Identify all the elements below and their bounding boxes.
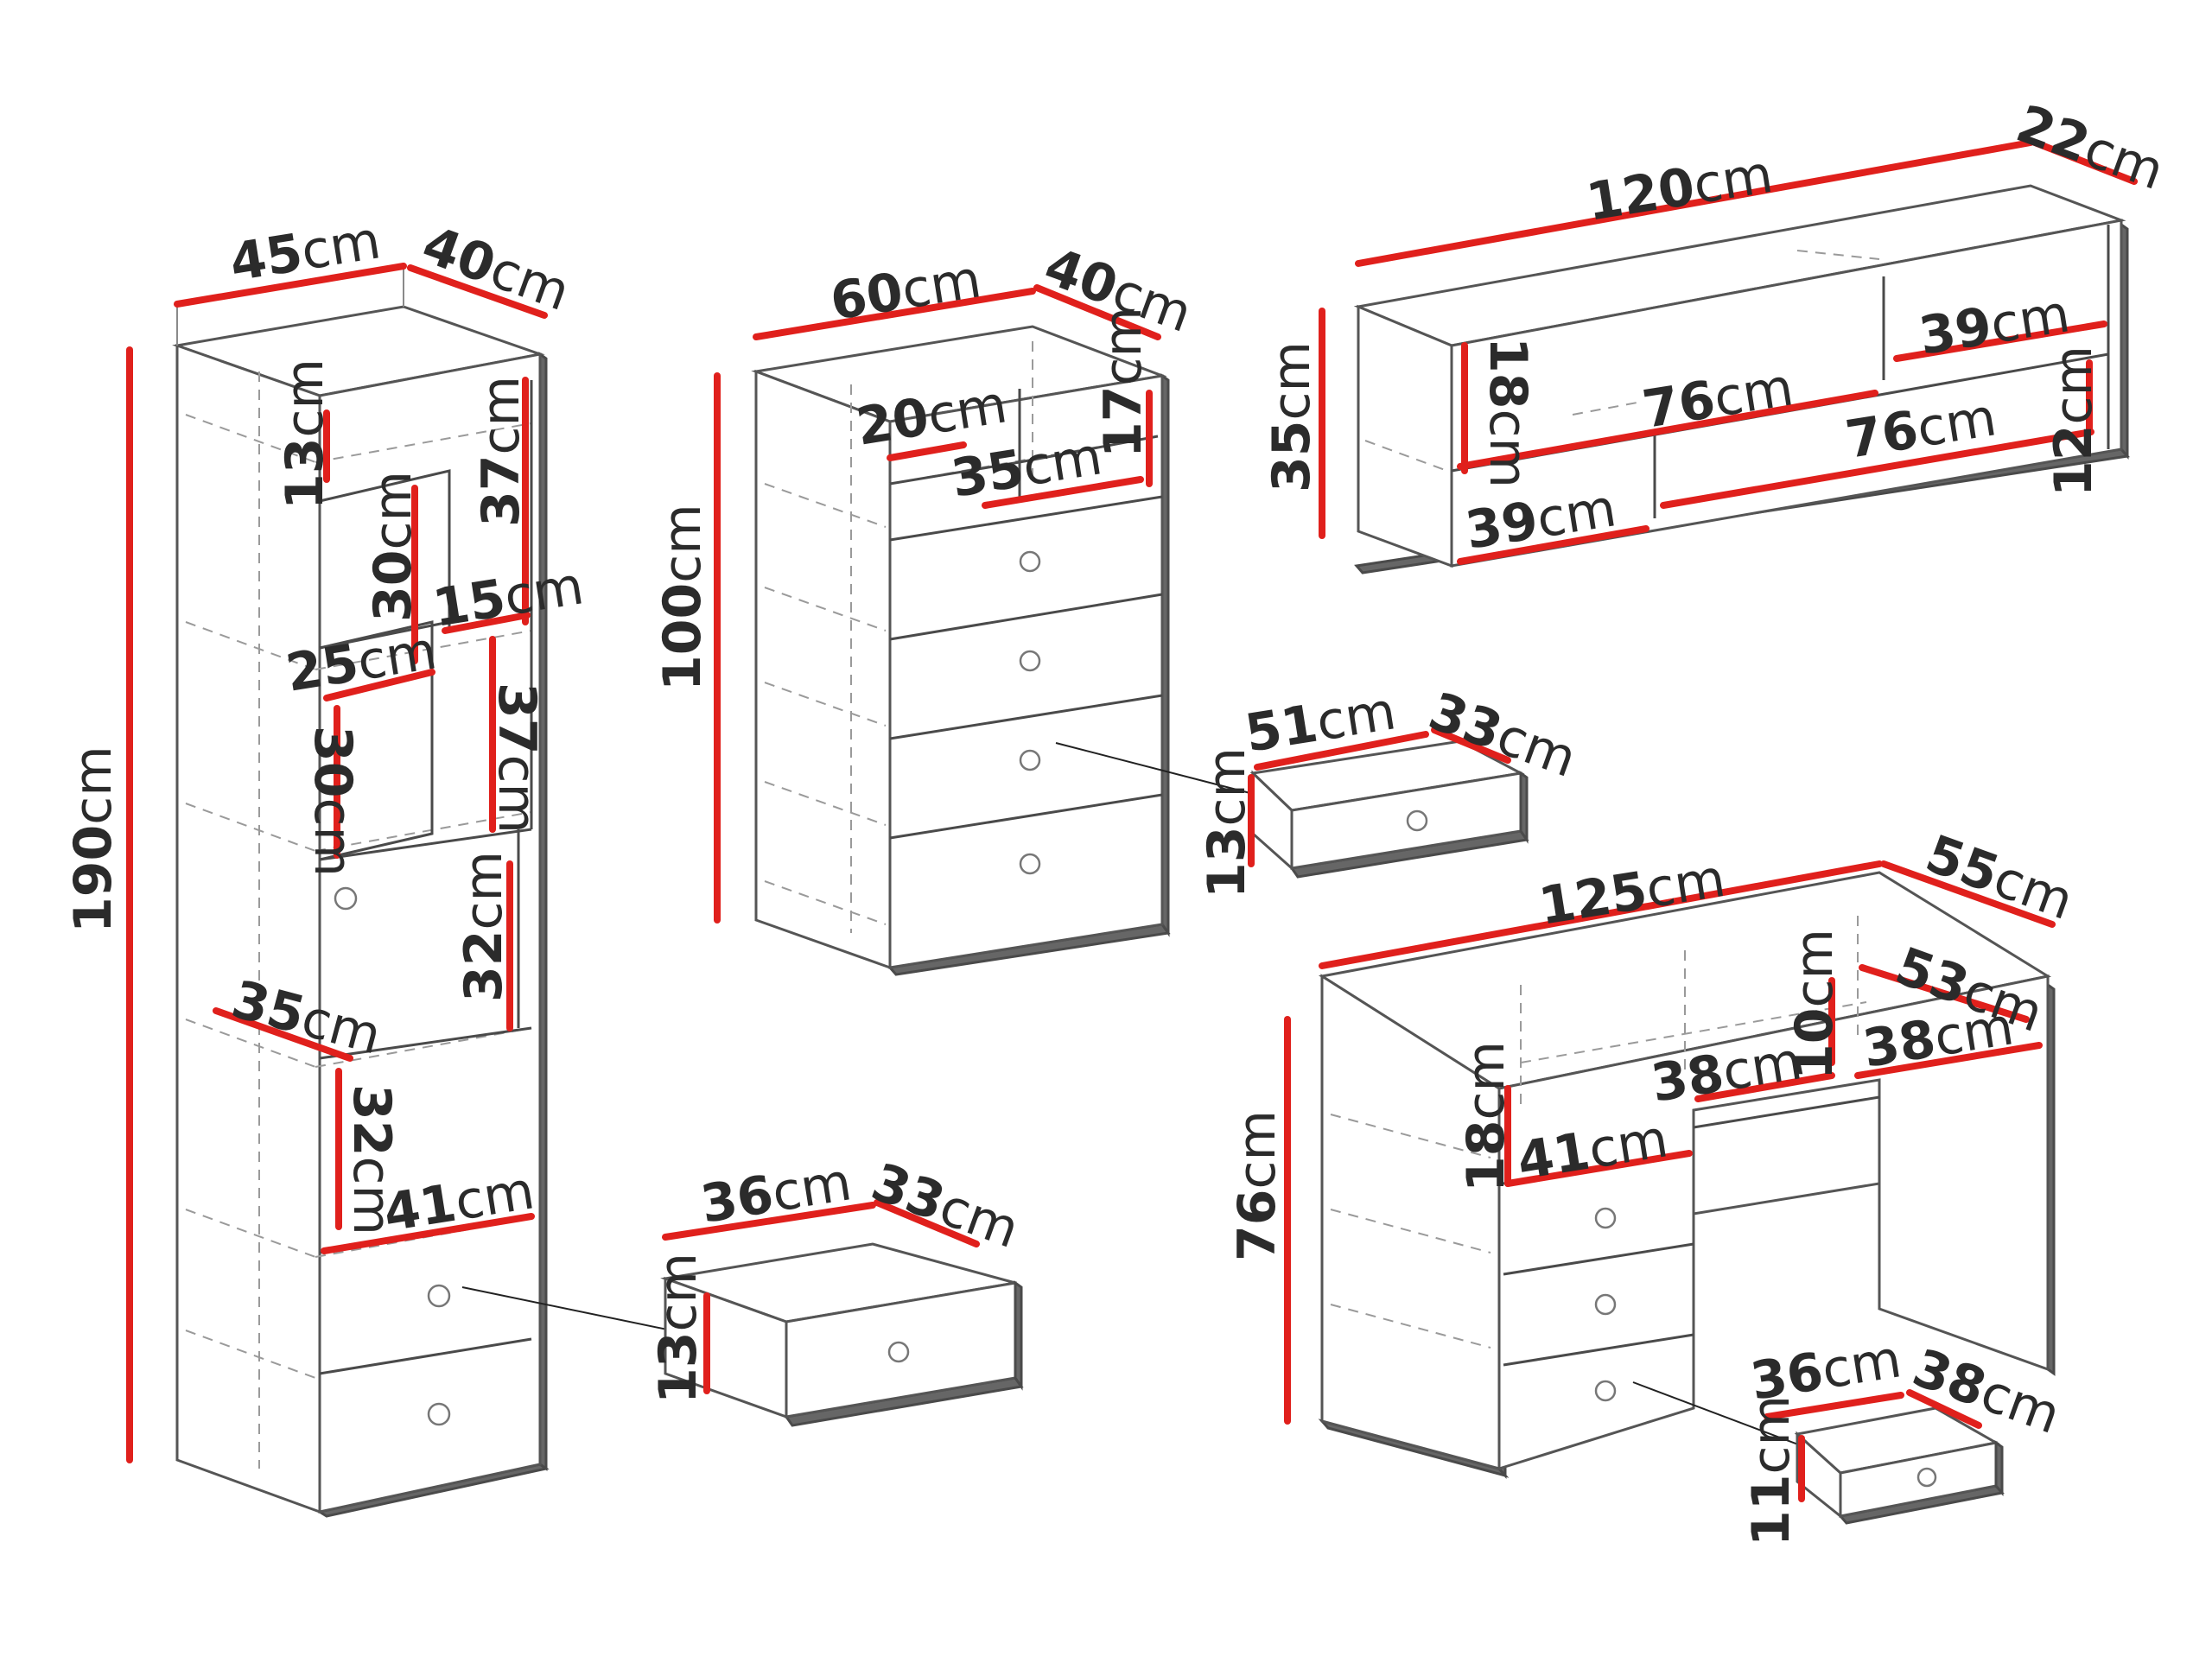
bookcase-drawing: 45cm 40cm 190cm 13cm 37cm 30cm 15cm 25cm…: [63, 210, 588, 1518]
knob-icon: [427, 1284, 451, 1308]
bookcase-label-30b: 30cm: [302, 726, 363, 877]
bookcase-drawer-height-label: 13cm: [648, 1253, 709, 1404]
bookcase-label-37b: 37cm: [486, 682, 547, 834]
chest-label-17: 17cm: [1093, 307, 1154, 458]
desk-label-38b: 38cm: [1859, 996, 2018, 1080]
knob-icon: [1916, 1467, 1937, 1488]
bookcase-label-25: 25cm: [282, 620, 441, 704]
knob-icon: [1019, 853, 1041, 875]
knob-icon: [1594, 1380, 1617, 1402]
wall-shelf-label-39a: 39cm: [1915, 283, 2074, 367]
desk-height-label: 76cm: [1227, 1110, 1287, 1261]
knob-icon: [1019, 650, 1041, 672]
chest-drawer-width-label: 51cm: [1241, 681, 1400, 765]
bookcase-height-label: 190cm: [63, 746, 124, 933]
desk-label-41: 41cm: [1513, 1108, 1672, 1192]
wall-shelf-label-76a: 76cm: [1638, 357, 1797, 441]
knob-icon: [334, 886, 358, 911]
wall-shelf-label-12: 12cm: [2044, 346, 2104, 497]
bookcase-drawer-width-label: 36cm: [696, 1152, 855, 1235]
wall-shelf-label-18: 18cm: [1478, 337, 1538, 488]
chest-drawer-height-label: 13cm: [1197, 747, 1257, 898]
knob-icon: [1594, 1207, 1617, 1229]
desk-label-18: 18cm: [1456, 1041, 1516, 1192]
knob-icon: [1406, 809, 1428, 832]
chest-label-20: 20cm: [852, 374, 1011, 458]
bookcase-width-label: 45cm: [226, 210, 385, 294]
chest-width-label: 60cm: [826, 249, 985, 333]
desk-drawer-width-label: 36cm: [1746, 1329, 1905, 1412]
wall-shelf-label-76b: 76cm: [1841, 387, 2000, 471]
knob-icon: [1594, 1293, 1617, 1316]
bookcase-label-13: 13cm: [275, 359, 335, 510]
wall-shelf-width-label: 120cm: [1582, 144, 1777, 233]
desk-label-10: 10cm: [1784, 929, 1845, 1080]
bookcase-drawer-detail: 36cm 33cm 13cm: [461, 1152, 1027, 1427]
bookcase-label-37a: 37cm: [471, 376, 531, 527]
knob-icon: [887, 1341, 910, 1363]
knob-icon: [1019, 749, 1041, 771]
bookcase-label-32b: 32cm: [341, 1084, 402, 1235]
chest-drawer-detail: 51cm 33cm 13cm: [1055, 681, 1584, 898]
wall-shelf-drawing: 120cm 22cm 35cm 39cm 18cm 76cm 76cm 12cm…: [1262, 93, 2171, 574]
desk-label-38a: 38cm: [1647, 1031, 1806, 1114]
desk-drawer-height-label: 11cm: [1741, 1395, 1802, 1546]
bookcase-depth-label: 40cm: [415, 214, 577, 323]
desk-drawer-detail: 36cm 38cm 11cm: [1632, 1329, 2068, 1546]
knob-icon: [1019, 550, 1041, 573]
bookcase-label-32a: 32cm: [454, 851, 514, 1002]
chest-height-label: 100cm: [652, 504, 713, 691]
wall-shelf-label-39b: 39cm: [1461, 478, 1620, 562]
bookcase-label-41: 41cm: [379, 1160, 538, 1244]
chest-label-35: 35cm: [947, 426, 1106, 510]
bookcase-label-30a: 30cm: [363, 471, 423, 622]
bookcase-drawer-depth-label: 33cm: [864, 1152, 1027, 1260]
wall-shelf-height-label: 35cm: [1262, 341, 1322, 492]
desk-drawing: 125cm 55cm 76cm 53cm 10cm 38cm 38cm 18cm…: [1227, 823, 2081, 1479]
bookcase-label-15: 15cm: [429, 555, 588, 639]
chest-drawing: 60cm 40cm 100cm 17cm 20cm 35cm: [652, 236, 1199, 976]
knob-icon: [427, 1402, 451, 1426]
